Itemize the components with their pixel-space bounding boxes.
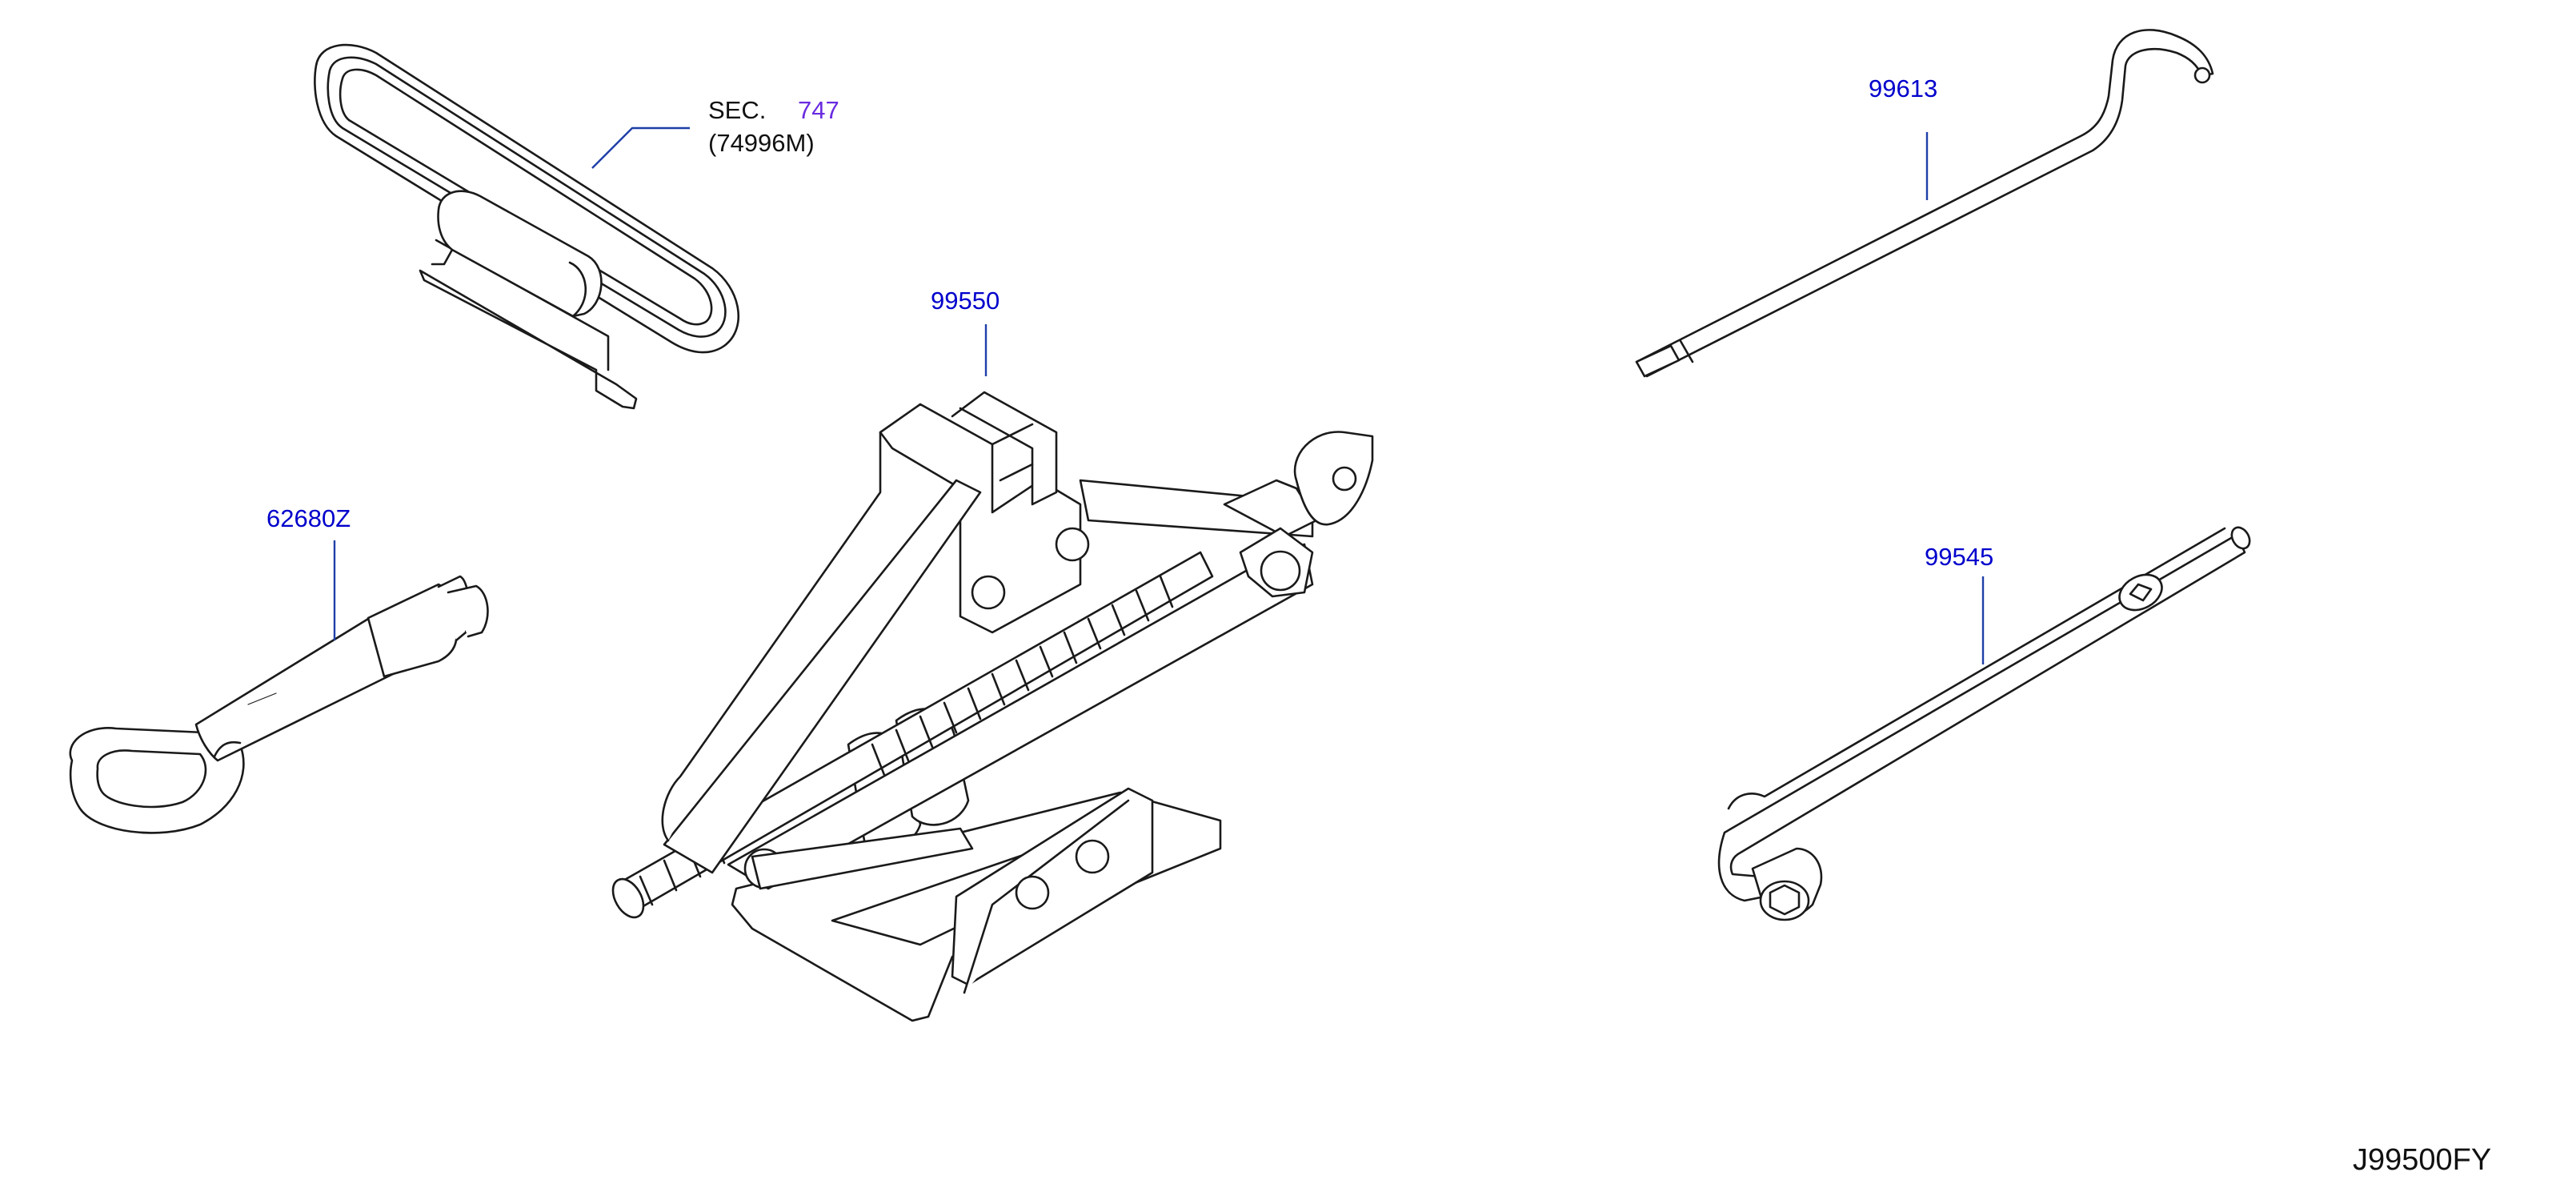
sec-sub-label: (74996M) <box>708 129 815 157</box>
tow-hook <box>69 575 489 834</box>
diagram-code: J99500FY <box>2353 1143 2492 1177</box>
leader-lines <box>333 126 1985 664</box>
callout-tow-hook[interactable]: 62680Z <box>266 504 351 532</box>
tool-holder-strap <box>314 43 740 410</box>
jack-handle-rod <box>1635 29 2214 378</box>
scissor-jack <box>611 391 1374 1022</box>
sec-prefix-label: SEC. <box>708 96 767 124</box>
wheel-wrench <box>1717 526 2251 921</box>
leader-sec <box>591 126 690 169</box>
callout-jack[interactable]: 99550 <box>931 287 1000 315</box>
callout-wheel-wrench[interactable]: 99545 <box>1925 543 1994 571</box>
callout-jack-handle[interactable]: 99613 <box>1869 74 1938 102</box>
sec-number-link[interactable]: 747 <box>798 96 839 124</box>
